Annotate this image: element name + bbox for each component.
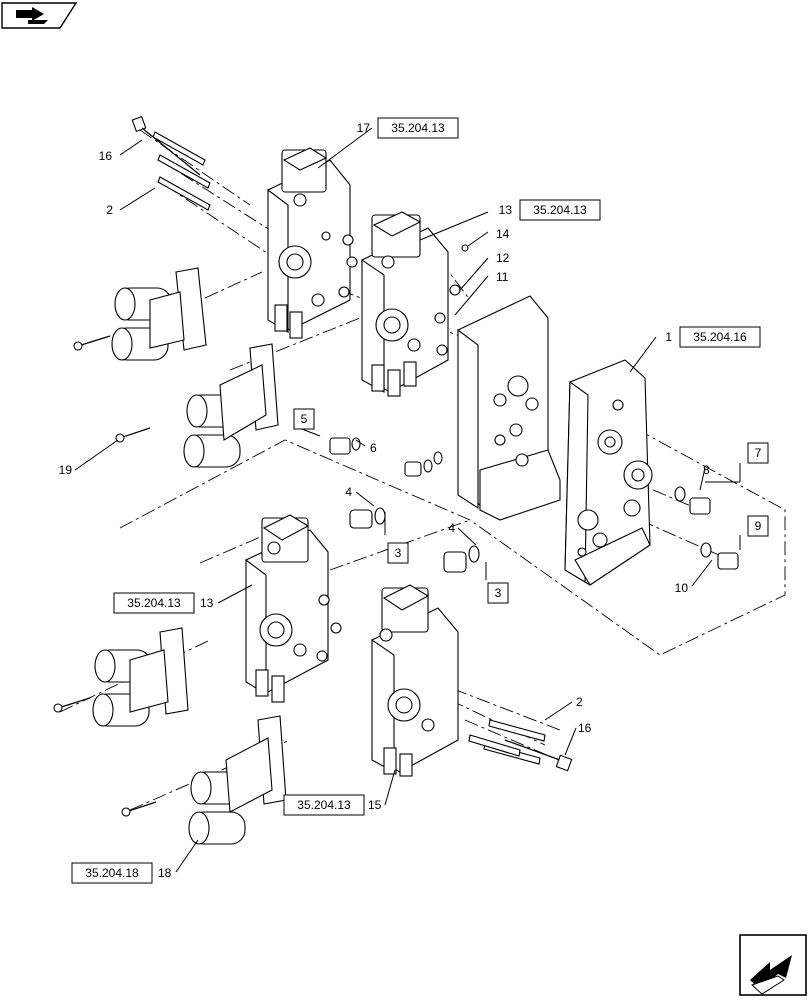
leader-lines xyxy=(74,127,741,873)
callout-14: 14 xyxy=(496,227,510,241)
ref-box-15[interactable]: 35.204.13 xyxy=(283,794,365,816)
plug-upper-center xyxy=(404,451,443,477)
ref-label-13b: 35.204.13 xyxy=(127,596,181,610)
callout-16a: 16 xyxy=(99,149,113,163)
callout-18: 18 xyxy=(158,866,172,880)
book-arrow-icon[interactable] xyxy=(1,2,78,29)
ref-label-13a: 35.204.13 xyxy=(533,203,587,217)
callout-17: 17 xyxy=(357,121,371,135)
ref-box-17[interactable]: 35.204.13 xyxy=(377,117,459,139)
upper-bolt-16 xyxy=(131,115,201,176)
ref-box-1[interactable]: 35.204.16 xyxy=(679,326,761,348)
coupler-block-upper-2 xyxy=(115,343,279,468)
plug-8 xyxy=(674,486,711,515)
plug-4-upper xyxy=(349,507,386,529)
ref-label-1: 35.204.16 xyxy=(693,330,747,344)
ref-label-17: 35.204.13 xyxy=(391,121,445,135)
callout-box-3a: 3 xyxy=(387,542,409,564)
callout-box-3b: 3 xyxy=(487,582,509,604)
plug-9-10 xyxy=(700,542,739,570)
plug-4-lower xyxy=(443,545,480,573)
ref-box-18[interactable]: 35.204.18 xyxy=(71,862,153,884)
callout-13a: 13 xyxy=(499,203,513,217)
callout-19: 19 xyxy=(59,463,73,477)
callout-15: 15 xyxy=(368,798,382,812)
callout-11: 11 xyxy=(496,270,509,284)
callout-5: 5 xyxy=(301,412,308,426)
plug-5 xyxy=(329,437,361,455)
coupler-block-upper-1 xyxy=(73,267,207,361)
valve-section-upper-right xyxy=(361,211,469,397)
callout-4a: 4 xyxy=(345,485,352,499)
lower-bolt-16 xyxy=(504,739,573,772)
callout-12: 12 xyxy=(496,251,510,265)
callout-13b: 13 xyxy=(200,596,214,610)
callout-1: 1 xyxy=(665,330,672,344)
ref-label-15: 35.204.13 xyxy=(297,798,351,812)
callout-box-5: 5 xyxy=(293,408,315,430)
callout-3b: 3 xyxy=(495,586,502,600)
coupler-block-lower-2 xyxy=(121,715,287,845)
callout-16b: 16 xyxy=(578,721,592,735)
callout-6: 6 xyxy=(370,441,377,455)
ref-label-18: 35.204.18 xyxy=(85,866,139,880)
callout-4b: 4 xyxy=(448,521,455,535)
callout-8: 8 xyxy=(703,463,710,477)
coupler-block-lower-1 xyxy=(53,627,189,727)
valve-section-lower-right xyxy=(371,584,459,777)
next-page-arrow-icon[interactable] xyxy=(739,934,807,996)
upper-studs-2 xyxy=(152,131,211,211)
callout-box-7: 7 xyxy=(747,442,769,464)
callout-2a: 2 xyxy=(106,203,113,217)
callout-9: 9 xyxy=(755,519,762,533)
callout-3a: 3 xyxy=(395,546,402,560)
inlet-end-cover xyxy=(564,359,653,586)
ref-box-13b[interactable]: 35.204.13 xyxy=(113,592,195,614)
valve-section-lower-left xyxy=(245,514,342,703)
callout-10: 10 xyxy=(675,581,689,595)
main-valve-body xyxy=(457,295,561,521)
callout-2b: 2 xyxy=(576,695,583,709)
callout-box-9: 9 xyxy=(747,515,769,537)
callout-7: 7 xyxy=(755,446,762,460)
valve-section-upper-left xyxy=(267,147,358,339)
lower-studs-2 xyxy=(468,719,546,765)
ref-box-13a[interactable]: 35.204.13 xyxy=(519,199,601,221)
